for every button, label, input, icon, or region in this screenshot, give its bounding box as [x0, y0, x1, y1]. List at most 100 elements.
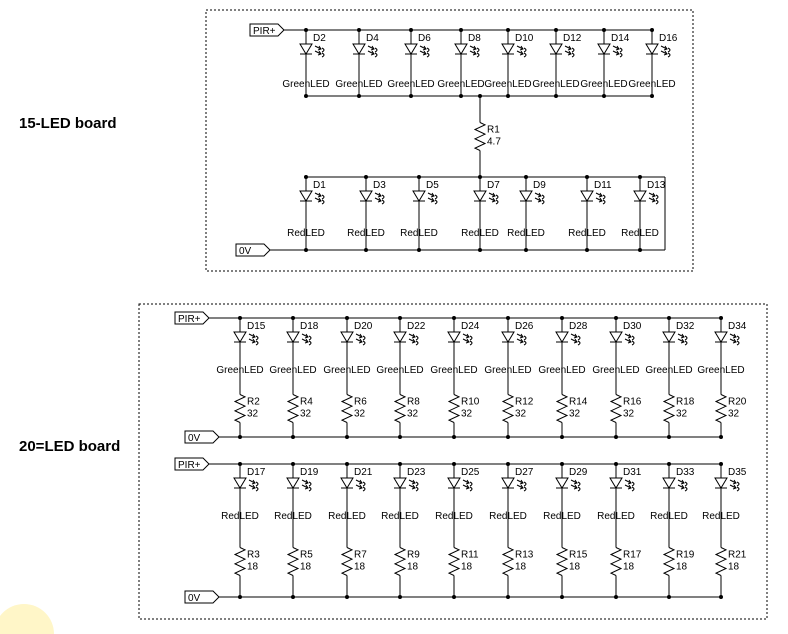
led-emission-curls [541, 194, 545, 205]
board20-red-pir-flag: PIR+ [174, 457, 210, 471]
led-emission-arrows [462, 333, 470, 344]
led-emission-curls [523, 481, 527, 492]
led-ref: D29 [569, 467, 588, 478]
led-emission-curls [631, 481, 635, 492]
led-triangle [609, 331, 623, 343]
resistor-zigzag [473, 122, 487, 151]
resistor-ref: R16 [623, 397, 642, 408]
led-emission-curls [321, 194, 325, 205]
led-emission-arrows [570, 479, 578, 490]
led-triangle [597, 43, 611, 55]
led-emission-arrows [462, 479, 470, 490]
junction-dot [560, 435, 564, 439]
led-emission-arrows [516, 45, 524, 56]
resistor-zigzag [501, 547, 515, 576]
board20-title: 20=LED board [19, 438, 121, 455]
resistor-ref: R7 [354, 550, 367, 561]
led-ref: D20 [354, 321, 373, 332]
junction-dot [602, 94, 606, 98]
board20-red-gnd-flag: 0V [184, 590, 220, 604]
led-triangle [609, 477, 623, 489]
led-emission-curls [619, 47, 623, 58]
resistor-ref: R12 [515, 397, 534, 408]
led-ref: D4 [366, 33, 379, 44]
junction-dot [398, 595, 402, 599]
resistor-ref: R6 [354, 397, 367, 408]
junction-dot [345, 595, 349, 599]
led-triangle [404, 43, 418, 55]
junction-dot [409, 94, 413, 98]
led-emission-arrows [355, 333, 363, 344]
led-value: RedLED [287, 228, 325, 239]
board15-title: 15-LED board [19, 115, 117, 132]
resistor-zigzag [662, 547, 676, 576]
led-ref: D35 [728, 467, 747, 478]
led-ref: D32 [676, 321, 695, 332]
led-emission-arrows [408, 479, 416, 490]
resistor-value: 32 [676, 409, 688, 420]
led-triangle [555, 331, 569, 343]
led-ref: D21 [354, 467, 373, 478]
resistor-value: 32 [515, 409, 527, 420]
led-triangle [393, 331, 407, 343]
resistor-zigzag [662, 394, 676, 423]
led-emission-arrows [648, 192, 656, 203]
led-triangle [447, 477, 461, 489]
resistor-value: 32 [728, 409, 740, 420]
resistor-zigzag [393, 547, 407, 576]
led-triangle [359, 190, 373, 202]
led-triangle [714, 477, 728, 489]
led-emission-curls [362, 335, 366, 346]
resistor-ref: R18 [676, 397, 695, 408]
led-triangle [340, 331, 354, 343]
led-value: RedLED [347, 228, 385, 239]
led-triangle [412, 190, 426, 202]
led-emission-arrows [355, 479, 363, 490]
led-ref: D6 [418, 33, 431, 44]
junction-dot [452, 435, 456, 439]
led-emission-curls [381, 194, 385, 205]
led-ref: D34 [728, 321, 747, 332]
led-triangle [633, 190, 647, 202]
resistor-ref: R20 [728, 397, 747, 408]
led-ref: D11 [594, 180, 612, 191]
led-emission-curls [476, 47, 480, 58]
resistor-zigzag [447, 394, 461, 423]
led-triangle [473, 190, 487, 202]
led-triangle [233, 331, 247, 343]
corner-glow [0, 604, 54, 634]
resistor-ref: R15 [569, 550, 588, 561]
resistor-zigzag [447, 547, 461, 576]
resistor-value: 18 [461, 562, 473, 573]
resistor-value: 32 [461, 409, 473, 420]
junction-dot [345, 435, 349, 439]
led-emission-arrows [367, 45, 375, 56]
led-triangle [340, 477, 354, 489]
resistor-ref: R4 [300, 397, 313, 408]
junction-dot [614, 435, 618, 439]
led-ref: D19 [300, 467, 319, 478]
resistor-ref: R1 [487, 125, 500, 136]
led-emission-arrows [624, 479, 632, 490]
led-value: RedLED [400, 228, 438, 239]
